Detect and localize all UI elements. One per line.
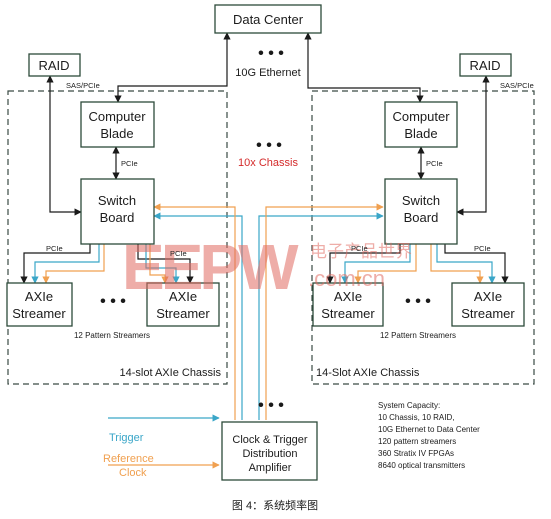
computer-blade-right-box <box>384 101 458 148</box>
data-center-label: Data Center <box>233 12 304 27</box>
computer-blade-right-line1: Computer <box>392 109 450 124</box>
axie-left-1-line2: Streamer <box>12 306 66 321</box>
switch-board-left-line2: Board <box>100 210 135 225</box>
switch-board-right-box <box>384 178 458 245</box>
link-left-switch-streamer1 <box>20 244 91 284</box>
trigger-left-streamer2 <box>145 244 180 284</box>
capacity-line-2: 10G Ethernet to Data Center <box>378 425 480 434</box>
trigger-right-switch <box>258 212 384 420</box>
reference-right-streamer1 <box>354 244 417 284</box>
axie-right-1-line1: AXIe <box>334 289 362 304</box>
link-left-switch-streamer2 <box>137 244 194 284</box>
reference-label-line1: Reference <box>103 453 154 465</box>
capacity-line-4: 360 Stratix IV FPGAs <box>378 449 454 458</box>
raid-right-box <box>459 53 512 77</box>
reference-label-line2: Clock <box>119 467 147 479</box>
chassis-ellipsis: • • • <box>256 137 282 154</box>
axie-streamer-left-2-box <box>146 282 220 327</box>
capacity-line-1: 10 Chassis, 10 RAID, <box>378 413 454 422</box>
raid-right-label: RAID <box>469 58 500 73</box>
trigger-right-streamer2 <box>436 244 496 284</box>
pcie-right-blade-label: PCIe <box>426 159 443 168</box>
chassis-left-label: 14-slot AXIe Chassis <box>120 367 222 379</box>
computer-blade-left-line1: Computer <box>88 109 146 124</box>
pcie-right-streamer2-label: PCIe <box>474 244 491 253</box>
link-datacenter-left-blade <box>114 32 231 103</box>
switch-board-right-line2: Board <box>404 210 439 225</box>
pattern-streamers-left-label: 12 Pattern Streamers <box>74 331 150 340</box>
link-right-switch-streamer2 <box>444 244 509 284</box>
pcie-left-blade-label: PCIe <box>121 159 138 168</box>
reference-right-streamer2 <box>430 244 484 284</box>
watermark-logo: EEPW <box>122 231 299 303</box>
reference-left-switch <box>153 203 236 420</box>
axie-left-2-line1: AXIe <box>169 289 197 304</box>
switch-board-left-line1: Switch <box>98 193 136 208</box>
chassis-right-label: 14-Slot AXIe Chassis <box>316 367 420 379</box>
ethernet-label: 10G Ethernet <box>235 67 300 79</box>
raid-left-label: RAID <box>38 58 69 73</box>
link-datacenter-right-blade <box>304 32 424 103</box>
axie-streamer-right-2-box <box>451 282 525 327</box>
axie-left-2-line2: Streamer <box>156 306 210 321</box>
sas-pcie-left-label: SAS/PCIe <box>66 81 100 90</box>
pcie-right-streamer1-label: PCIe <box>351 244 368 253</box>
pattern-streamers-right-label: 12 Pattern Streamers <box>380 331 456 340</box>
sas-pcie-right-label: SAS/PCIe <box>500 81 534 90</box>
link-raid-right <box>456 75 490 216</box>
amplifier-line2: Distribution <box>242 448 297 460</box>
capacity-line-5: 8640 optical transmitters <box>378 461 465 470</box>
axie-streamer-left-1-box <box>6 282 73 327</box>
chassis-count-label: 10x Chassis <box>238 157 298 169</box>
computer-blade-left-line2: Blade <box>100 126 133 141</box>
capacity-line-3: 120 pattern streamers <box>378 437 456 446</box>
data-center-box <box>214 4 322 34</box>
computer-blade-right-line2: Blade <box>404 126 437 141</box>
trigger-right-streamer1 <box>341 244 411 284</box>
reference-left-streamer1 <box>42 244 105 284</box>
figure-caption: 图 4：系统频率图 <box>232 498 318 512</box>
link-right-switch-streamer1 <box>326 244 401 284</box>
trigger-left-streamer1 <box>31 244 100 284</box>
watermark-chinese: 电子产品世界 <box>310 242 412 261</box>
streamer-left-ellipsis: • • • <box>100 293 126 310</box>
link-raid-left <box>46 75 82 216</box>
chassis-left-outline <box>7 90 228 385</box>
axie-streamer-right-1-box <box>312 282 384 327</box>
axie-right-1-line2: Streamer <box>321 306 375 321</box>
computer-blade-left-box <box>80 101 155 148</box>
amplifier-ellipsis: • • • <box>258 397 284 414</box>
trigger-label: Trigger <box>109 432 144 444</box>
reference-left-streamer2 <box>149 244 169 284</box>
streamer-right-ellipsis: • • • <box>405 293 431 310</box>
switch-board-left-box <box>80 178 155 245</box>
amplifier-line3: Amplifier <box>249 462 292 474</box>
watermark-site: .com.cn <box>308 266 385 291</box>
axie-left-1-line1: AXIe <box>25 289 53 304</box>
switch-board-right-line1: Switch <box>402 193 440 208</box>
axie-right-2-line2: Streamer <box>461 306 515 321</box>
amplifier-line1: Clock & Trigger <box>232 434 308 446</box>
capacity-line-0: System Capacity: <box>378 401 440 410</box>
axie-right-2-line1: AXIe <box>474 289 502 304</box>
trigger-left-switch <box>153 212 243 420</box>
raid-left-box <box>28 53 81 77</box>
pcie-left-streamer1-label: PCIe <box>46 244 63 253</box>
reference-right-switch <box>265 203 384 420</box>
clock-trigger-amplifier-box <box>221 421 318 481</box>
pcie-left-streamer2-label: PCIe <box>170 249 187 258</box>
ethernet-ellipsis: • • • <box>258 45 284 62</box>
